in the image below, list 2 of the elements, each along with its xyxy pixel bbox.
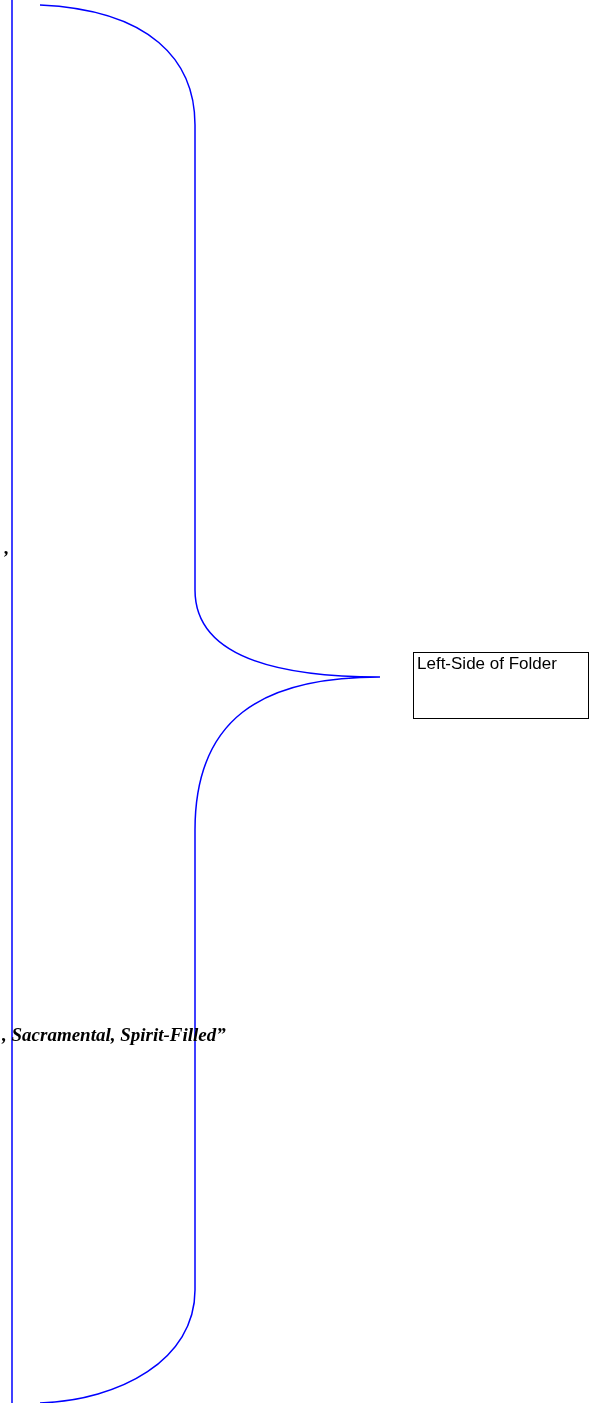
label-box: Left-Side of Folder bbox=[413, 652, 589, 719]
closing-quote: ’ bbox=[2, 547, 9, 569]
